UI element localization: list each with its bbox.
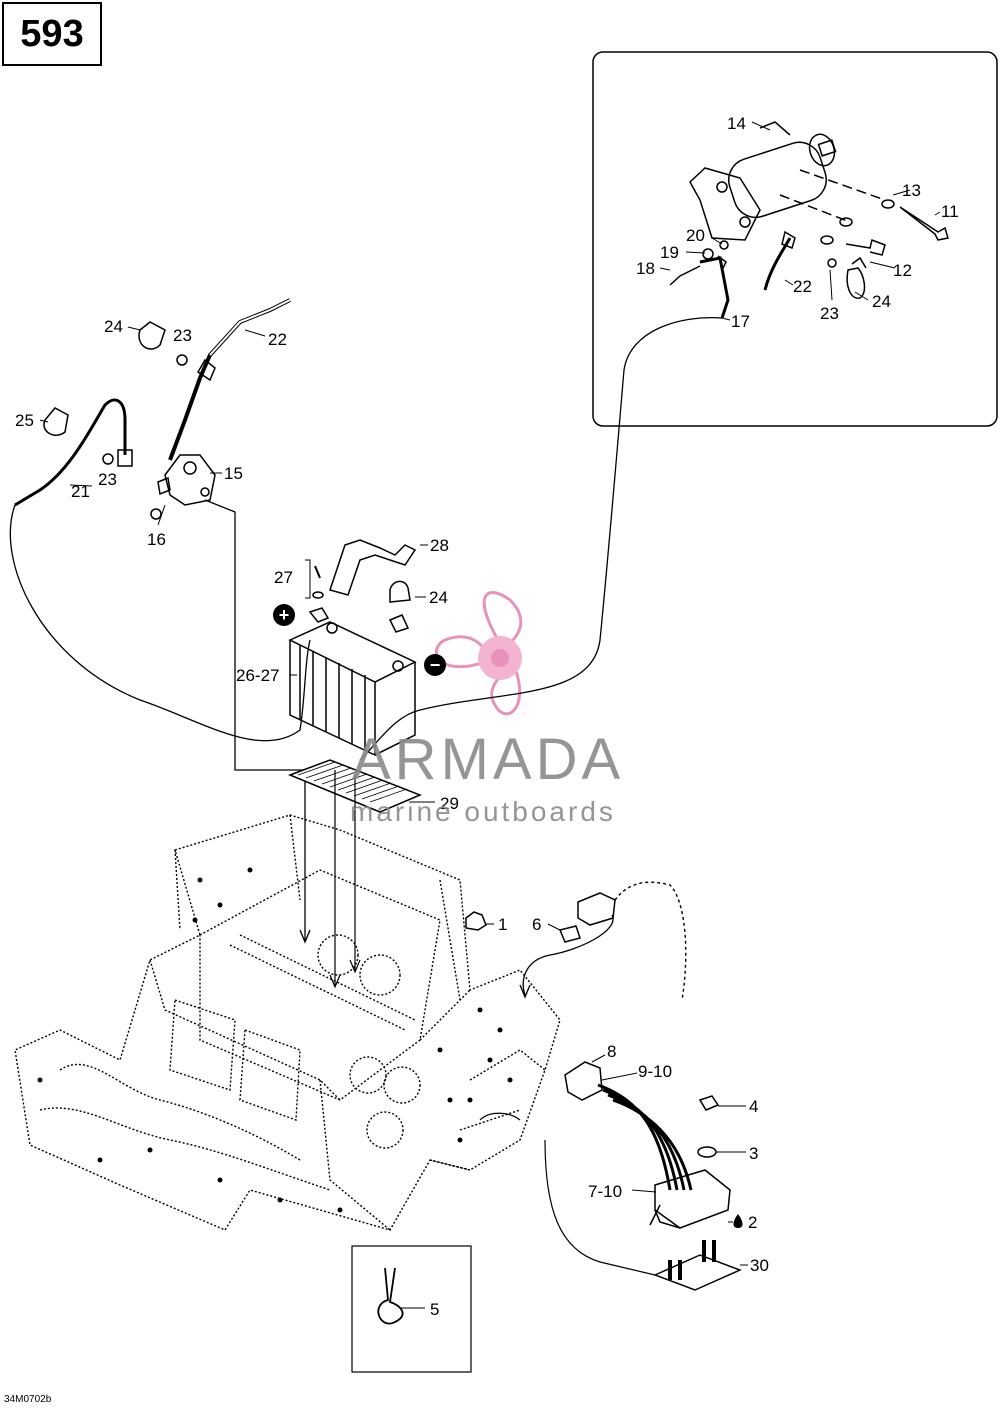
- callout-24: 24: [872, 292, 891, 311]
- callout-22-main: 22: [268, 330, 287, 349]
- clip: [465, 911, 487, 931]
- callout-28: 28: [430, 536, 449, 555]
- callout-5: 5: [430, 1300, 439, 1319]
- positive-terminal-icon: [273, 604, 295, 626]
- starter-motor: [689, 121, 886, 241]
- svg-text:+: +: [279, 605, 290, 625]
- callout-14: 14: [727, 114, 746, 133]
- callout-2: 2: [748, 1213, 757, 1232]
- page-number: 593: [2, 2, 102, 66]
- fuse-holder: [577, 892, 616, 926]
- callout-29: 29: [440, 794, 459, 813]
- callout-15: 15: [224, 464, 243, 483]
- callout-19: 19: [660, 243, 679, 262]
- chassis-frame: [14, 814, 561, 1231]
- callout-18: 18: [636, 259, 655, 278]
- callout-25: 25: [15, 411, 34, 430]
- leader-lines: [39, 121, 941, 1309]
- watermark-subtitle: marine outboards: [350, 796, 616, 827]
- document-code: 34M0702b: [4, 1394, 52, 1405]
- starter-hardware: [669, 199, 949, 319]
- svg-text:−: −: [430, 655, 441, 675]
- voltage-regulator: [564, 1061, 731, 1229]
- callout-26-27: 26-27: [236, 666, 279, 685]
- frame-holes: [37, 867, 513, 1213]
- callout-21: 21: [71, 482, 90, 501]
- tie-strap-inset: [351, 1245, 472, 1373]
- callout-12: 12: [893, 261, 912, 280]
- mounting-plate: [653, 1240, 742, 1291]
- callout-16: 16: [147, 530, 166, 549]
- cable-21: [14, 398, 127, 507]
- callout-27: 27: [274, 568, 293, 587]
- cable-22: [168, 298, 291, 461]
- callout-1: 1: [498, 915, 507, 934]
- solenoid: [157, 454, 216, 506]
- battery-strap: [329, 539, 417, 596]
- negative-terminal-icon: [424, 654, 446, 676]
- fuse: [558, 925, 581, 943]
- callout-13: 13: [902, 181, 921, 200]
- callout-23-top: 23: [173, 326, 192, 345]
- watermark-title: ARMADA: [352, 727, 625, 792]
- callout-30: 30: [750, 1256, 769, 1275]
- callout-6: 6: [532, 915, 541, 934]
- cap-25: [43, 407, 69, 436]
- cable-tie: [377, 1267, 404, 1325]
- battery: [288, 621, 417, 757]
- terminal-cap: [138, 321, 166, 350]
- callout-24-battery: 24: [429, 588, 448, 607]
- callout-7-10: 7-10: [588, 1182, 622, 1201]
- callout-4: 4: [749, 1097, 758, 1116]
- callout-3: 3: [749, 1144, 758, 1163]
- watermark-logo: [434, 591, 523, 716]
- callout-22: 22: [793, 277, 812, 296]
- callout-9-10: 9-10: [638, 1062, 672, 1081]
- drop-icon: [733, 1214, 743, 1228]
- callout-23: 23: [820, 304, 839, 323]
- starter-cable: [359, 316, 723, 761]
- callout-20: 20: [686, 226, 705, 245]
- callout-8: 8: [607, 1042, 616, 1061]
- callout-17: 17: [731, 312, 750, 331]
- callout-24-top: 24: [104, 317, 123, 336]
- callout-11: 11: [941, 202, 959, 221]
- starter-inset-frame: [592, 51, 998, 427]
- callout-23-left: 23: [98, 470, 117, 489]
- callout-labels: 14 13 11 12 24 23 22 17 20 19 18 22 24 2…: [15, 114, 959, 1319]
